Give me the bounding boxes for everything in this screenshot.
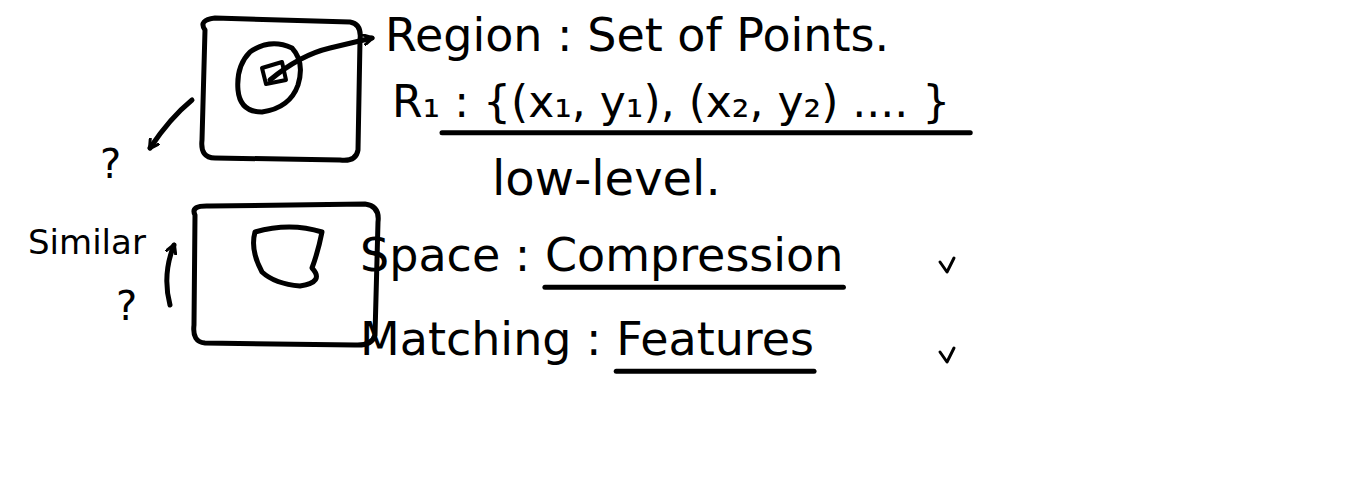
leader-arrow — [270, 38, 372, 80]
underline — [545, 285, 844, 290]
image-frame — [202, 18, 361, 160]
label-holder: R₁ : {(x₁, y₁), (x₂, y₂) .... } — [392, 76, 950, 129]
question-mark: ? — [100, 140, 121, 188]
check-mark — [940, 258, 954, 272]
label-holder: Space : Compression — [360, 228, 843, 283]
note-text: R₁ : {(x₁, y₁), (x₂, y₂) .... } — [392, 76, 950, 129]
label-holder: ? — [100, 140, 121, 188]
shape-blob — [254, 227, 322, 286]
compare-arrow — [150, 100, 192, 148]
underline — [442, 130, 970, 135]
note-text: Matching : Features — [360, 312, 814, 367]
label-holder: Matching : Features — [360, 312, 814, 367]
note-text: Similar — [28, 222, 146, 263]
note-text: low-level. — [492, 150, 721, 208]
note-text: Space : Compression — [360, 228, 843, 283]
label-holder: Region : Set of Points. — [385, 8, 889, 63]
underline — [616, 369, 814, 374]
question-mark: ? — [116, 282, 137, 330]
image-frame — [194, 204, 379, 345]
label-holder: low-level. — [492, 150, 721, 208]
label-holder: Similar — [28, 222, 146, 263]
label-holder: ? — [116, 282, 137, 330]
compare-arrow — [167, 245, 174, 305]
note-text: Region : Set of Points. — [385, 8, 889, 63]
check-mark — [940, 348, 954, 362]
